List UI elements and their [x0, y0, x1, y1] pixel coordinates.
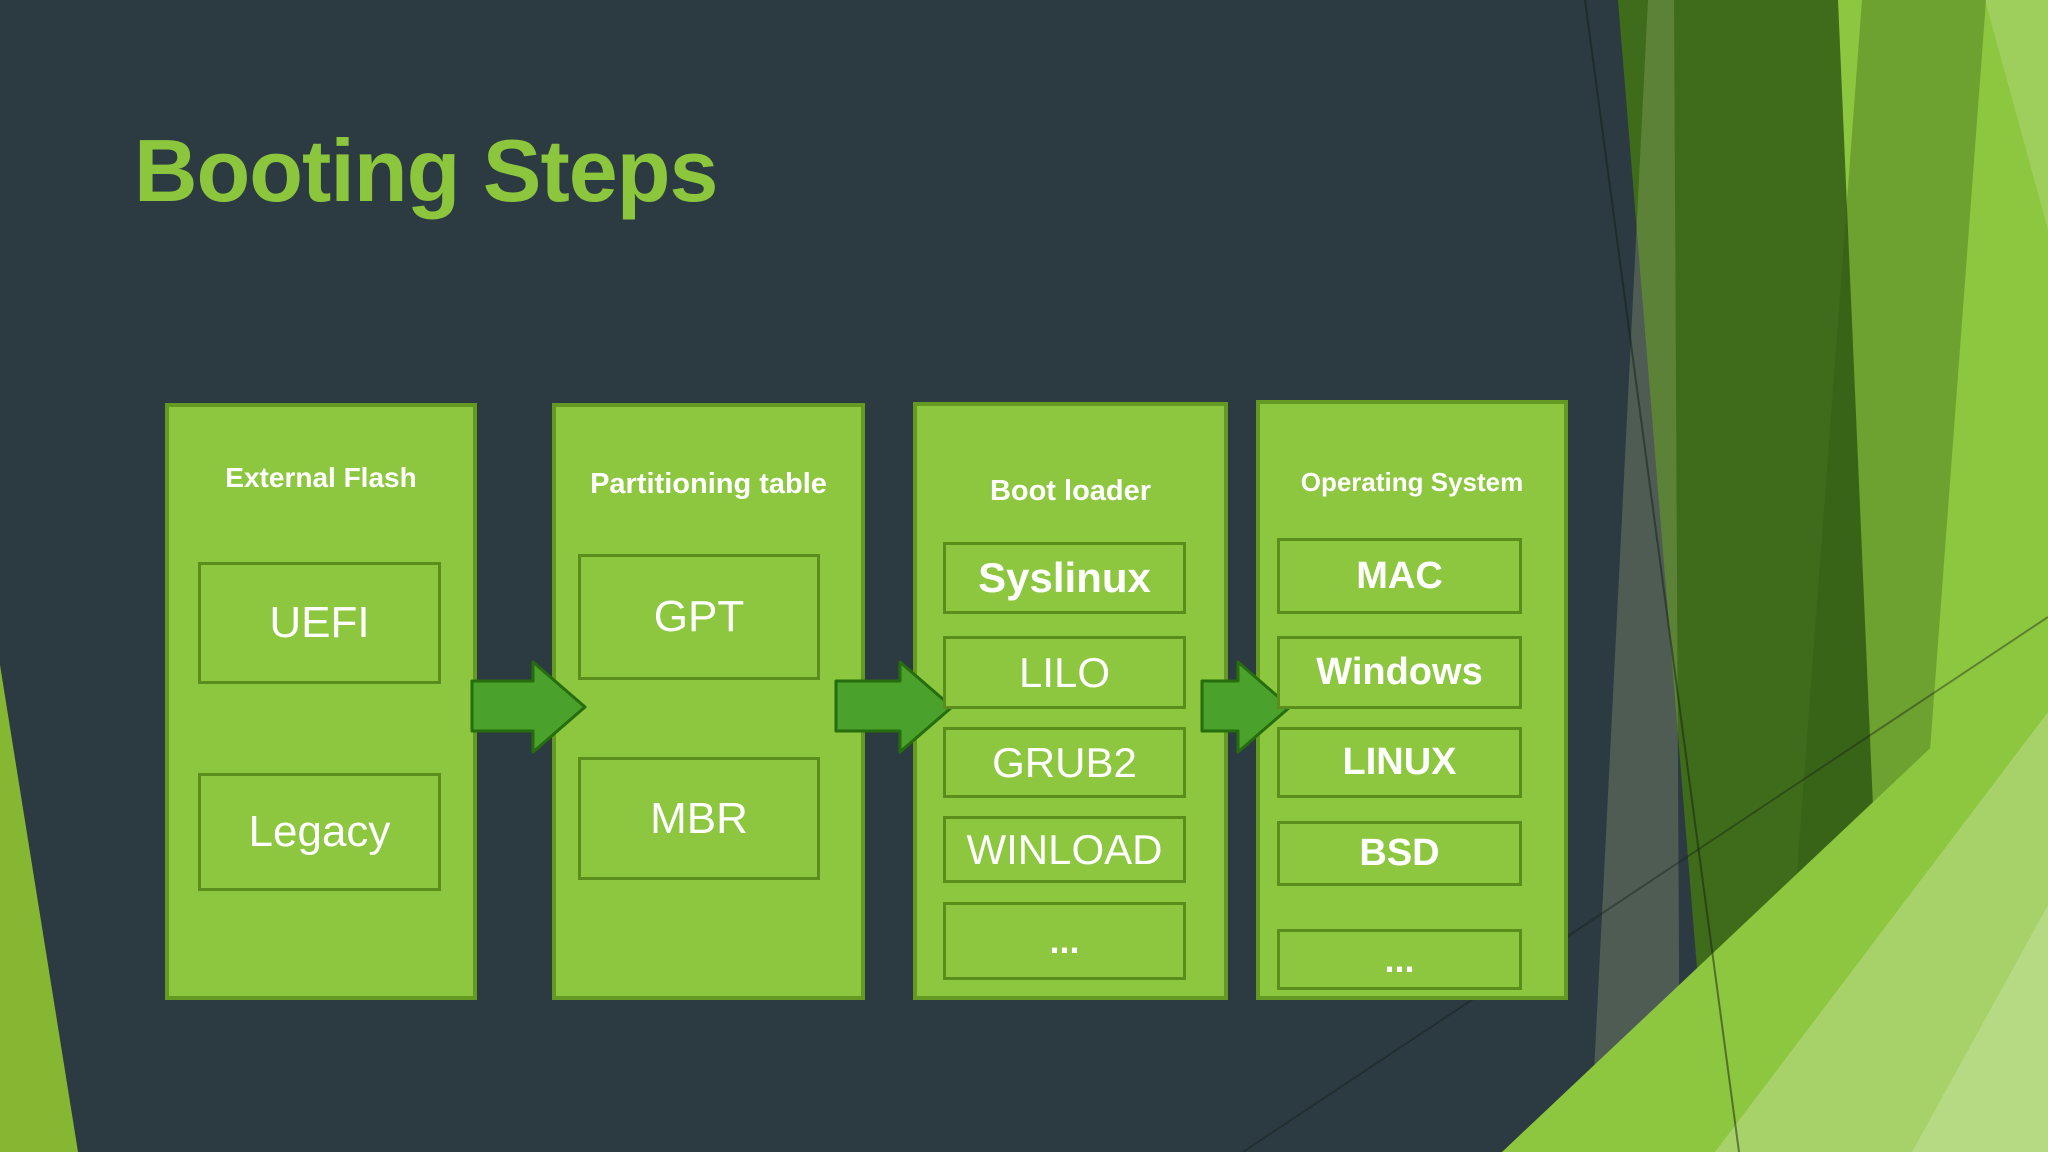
flow-box-windows: Windows — [1277, 636, 1522, 709]
facet-highlight-top — [1985, 0, 2048, 230]
flow-box-lilo: LILO — [943, 636, 1186, 709]
facet-seam-line — [1584, 0, 1740, 1152]
column-title: External Flash — [225, 462, 417, 493]
facet-blade-bottom-bright — [1502, 637, 2048, 1152]
flow-box-label: MAC — [1356, 554, 1443, 597]
flow-box-label: MBR — [650, 793, 748, 843]
column-title: Boot loader — [989, 475, 1152, 507]
flow-box-mbr: MBR — [578, 757, 820, 880]
flow-box-bsd: BSD — [1277, 821, 1522, 886]
slide-title: Booting Steps — [134, 121, 718, 220]
flow-box-linux: LINUX — [1277, 727, 1522, 798]
flow-box-legacy: Legacy — [198, 773, 441, 891]
flow-box-label: Legacy — [248, 807, 391, 856]
flow-box-label: ... — [1384, 938, 1415, 980]
flow-box-dots: ... — [943, 902, 1186, 980]
flow-box-grub2: GRUB2 — [943, 727, 1186, 798]
flow-box-label: LINUX — [1342, 741, 1457, 783]
flow-box-label: GRUB2 — [992, 738, 1137, 786]
flow-box-dots: ... — [1277, 929, 1522, 990]
flow-box-syslinux: Syslinux — [943, 542, 1186, 614]
flow-box-label: GPT — [653, 592, 745, 641]
column-title: Operating System — [1300, 467, 1524, 497]
facet-blade-olive — [1590, 0, 1680, 1152]
flow-box-gpt: GPT — [578, 554, 820, 680]
flow-box-label: Syslinux — [978, 554, 1151, 601]
flow-box-label: UEFI — [269, 598, 370, 647]
facet-highlight-bottom — [1715, 712, 2048, 1152]
flow-box-uefi: UEFI — [198, 562, 441, 684]
flow-box-label: BSD — [1359, 832, 1440, 874]
flow-box-label: Windows — [1316, 651, 1483, 693]
facet-seam-line — [1242, 616, 2048, 1152]
facet-highlight-corner — [1912, 905, 2048, 1152]
facet-wedge-bottom-left — [0, 665, 78, 1152]
flow-box-label: LILO — [1018, 648, 1111, 696]
flow-box-winload: WINLOAD — [943, 816, 1186, 883]
flow-box-label: ... — [1049, 920, 1080, 961]
flow-box-mac: MAC — [1277, 538, 1522, 614]
flow-box-label: WINLOAD — [966, 825, 1163, 873]
column-title: Partitioning table — [590, 468, 827, 500]
